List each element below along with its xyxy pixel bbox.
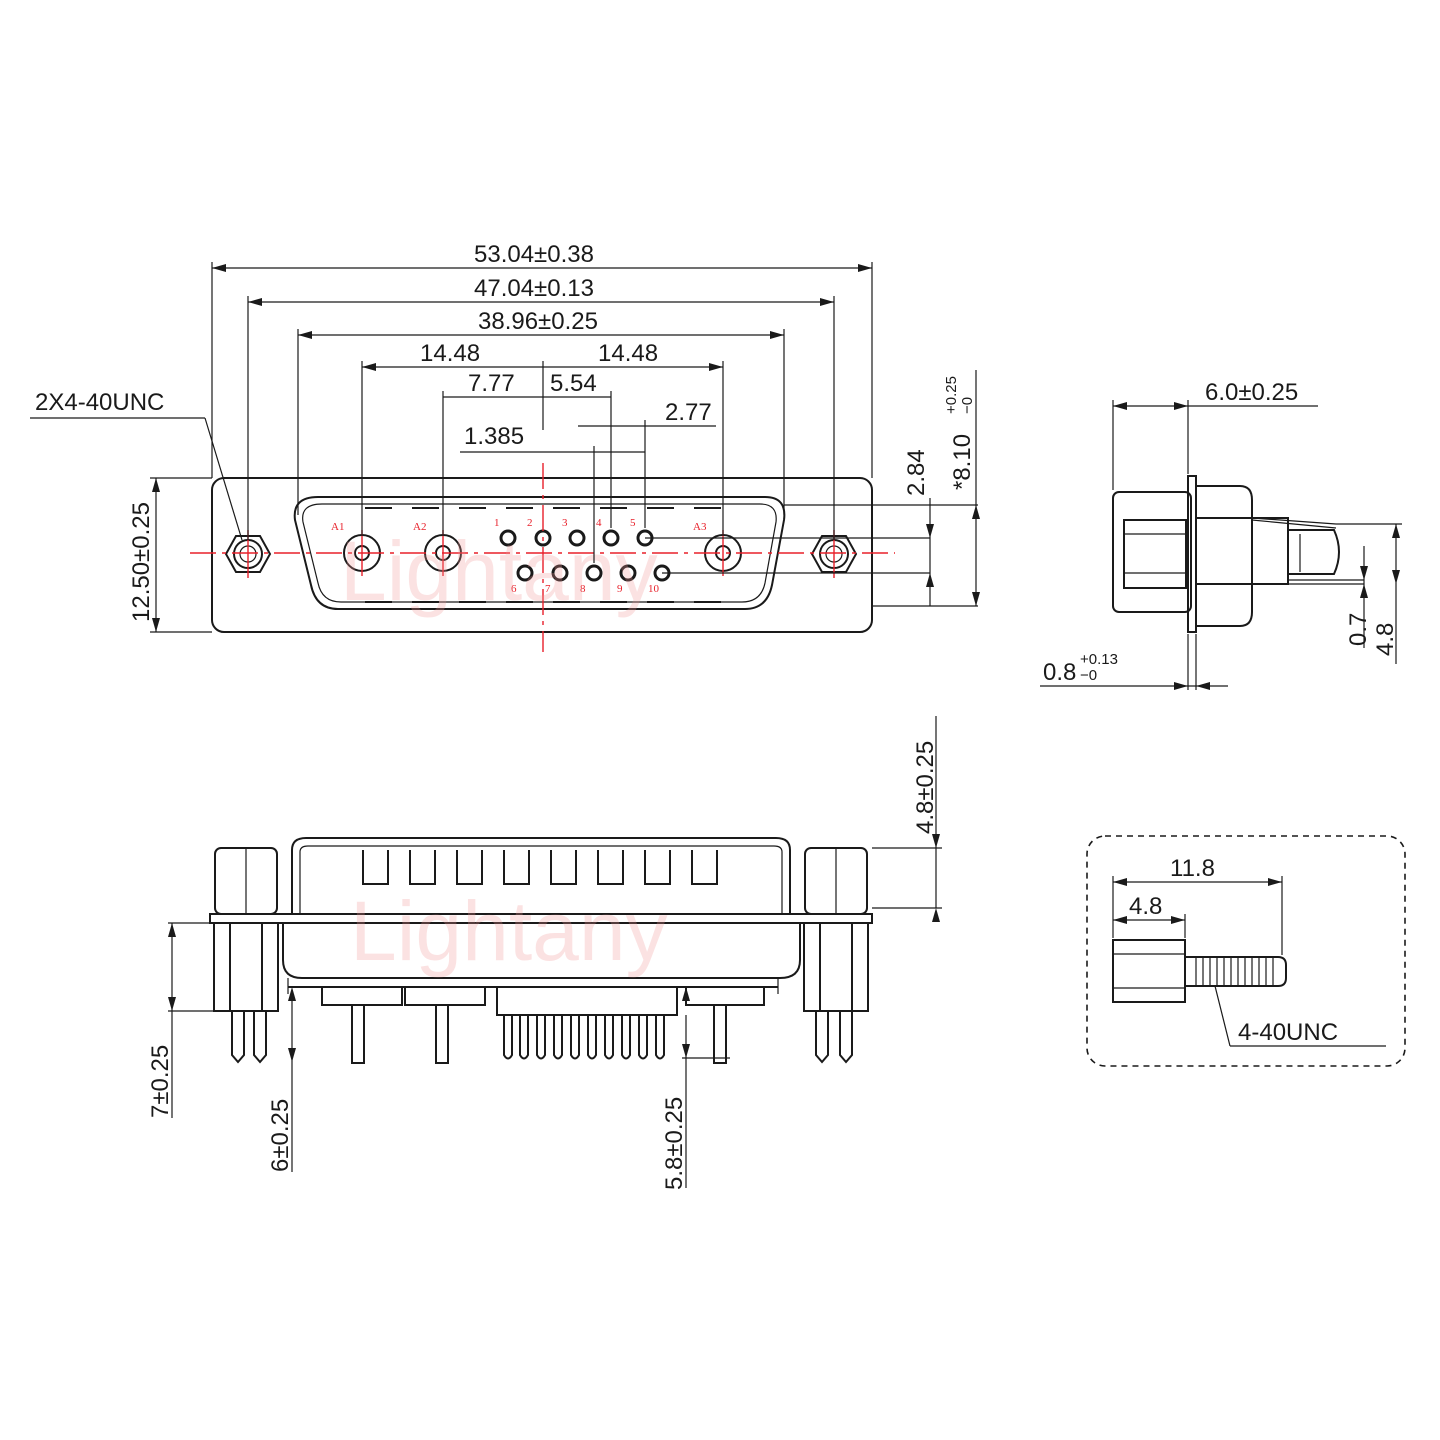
bottom-shell [291,837,791,914]
detail-hex [1112,939,1186,1003]
dim-screw-length: 11.8 [1170,855,1215,882]
dim-row-pitch: 2.84 [903,449,930,496]
dim-5-54: 5.54 [550,370,597,397]
label-p8: 8 [580,583,586,595]
bottom-tabs [362,850,718,885]
side-insert [1195,517,1289,585]
dim-flange-thickness: 0.8 [1043,659,1076,686]
board-lock-right [803,922,869,1064]
dim-side-4-8: 4.8 [1372,623,1399,656]
side-hex [1123,519,1187,589]
board-lock-left [213,922,279,1064]
bottom-view: Lightany 4.8±0.25 7±0.25 6±0.25 5.8±0.25 [147,716,942,1190]
d-shell-outer [293,496,786,610]
dim-pitch-left: 14.48 [420,340,480,367]
side-arrowheads [1113,402,1400,690]
dim-side-depth: 6.0±0.25 [1205,379,1298,406]
side-dimension-lines [1040,400,1402,690]
dim-hex-length: 4.8 [1129,893,1162,920]
label-p5: 5 [630,517,636,529]
label-a3: A3 [693,521,707,533]
dim-height-810-tol-bot: −0 [959,397,976,414]
dim-post-height: 4.8±0.25 [912,741,939,834]
bottom-flange-plate [209,913,873,924]
watermark-bottom: Lightany [350,884,668,978]
watermark-front: Lightany [340,524,658,618]
dim-board-lock-height: 7±0.25 [147,1045,174,1118]
label-p3: 3 [562,517,568,529]
bottom-hex-right [804,847,868,915]
label-p10: 10 [648,583,660,595]
signal-contacts [499,529,671,582]
front-view: A1 A2 A3 1 2 3 4 5 6 7 8 9 10 Lightany [30,241,980,652]
signal-pins [496,986,678,1060]
dim-mount-spacing: 47.04±0.13 [474,275,594,302]
bottom-insert [282,923,801,979]
front-arrowheads [152,264,980,632]
shell-tabs [365,507,721,603]
dim-flange-tol-top: +0.13 [1080,651,1118,668]
dim-7-77: 7.77 [468,370,515,397]
screw-detail: 11.8 4.8 4-40UNC [1086,835,1406,1067]
bottom-dimension-lines [168,716,942,1188]
detail-frame [1086,835,1406,1067]
label-p7: 7 [545,583,551,595]
dim-signal-pin-length: 5.8±0.25 [661,1097,688,1190]
thread-callout: 2X4-40UNC [35,389,164,416]
detail-thread-lines [1195,957,1274,986]
dim-height-810: *8.10 [949,434,976,490]
dim-height-810-tol-top: +0.25 [943,376,960,414]
d-shell-inner [302,503,777,603]
dim-shell-width: 38.96±0.25 [478,308,598,335]
dim-pitch-right: 14.48 [598,340,658,367]
dim-1-385: 1.385 [464,423,524,450]
dim-side-0-7: 0.7 [1345,613,1372,646]
dim-flange-tol-bot: −0 [1080,667,1097,684]
side-shell [1196,485,1253,627]
label-p1: 1 [494,517,500,529]
front-dimension-lines [30,262,978,633]
dim-power-pin-length: 6±0.25 [267,1099,294,1172]
label-p6: 6 [511,583,517,595]
dim-2-77: 2.77 [665,399,712,426]
label-p4: 4 [596,517,602,529]
label-p2: 2 [527,517,533,529]
label-p9: 9 [617,583,623,595]
pin-labels: A1 A2 A3 1 2 3 4 5 6 7 8 9 10 [331,517,707,595]
flange-outline [211,477,873,633]
side-body [1112,491,1192,613]
power-pins [321,986,765,1064]
dim-overall-height: 12.50±0.25 [128,502,155,622]
bottom-hex-left [214,847,278,915]
bottom-arrowheads [168,834,940,1062]
detail-thread [1185,956,1287,987]
dim-overall-width: 53.04±0.38 [474,241,594,268]
label-a2: A2 [413,521,426,533]
side-view: 6.0±0.25 0.8 +0.13 −0 0.7 4.8 [1040,379,1402,690]
detail-thread-label: 4-40UNC [1238,1019,1338,1046]
detail-arrowheads [1113,878,1282,924]
label-a1: A1 [331,521,344,533]
